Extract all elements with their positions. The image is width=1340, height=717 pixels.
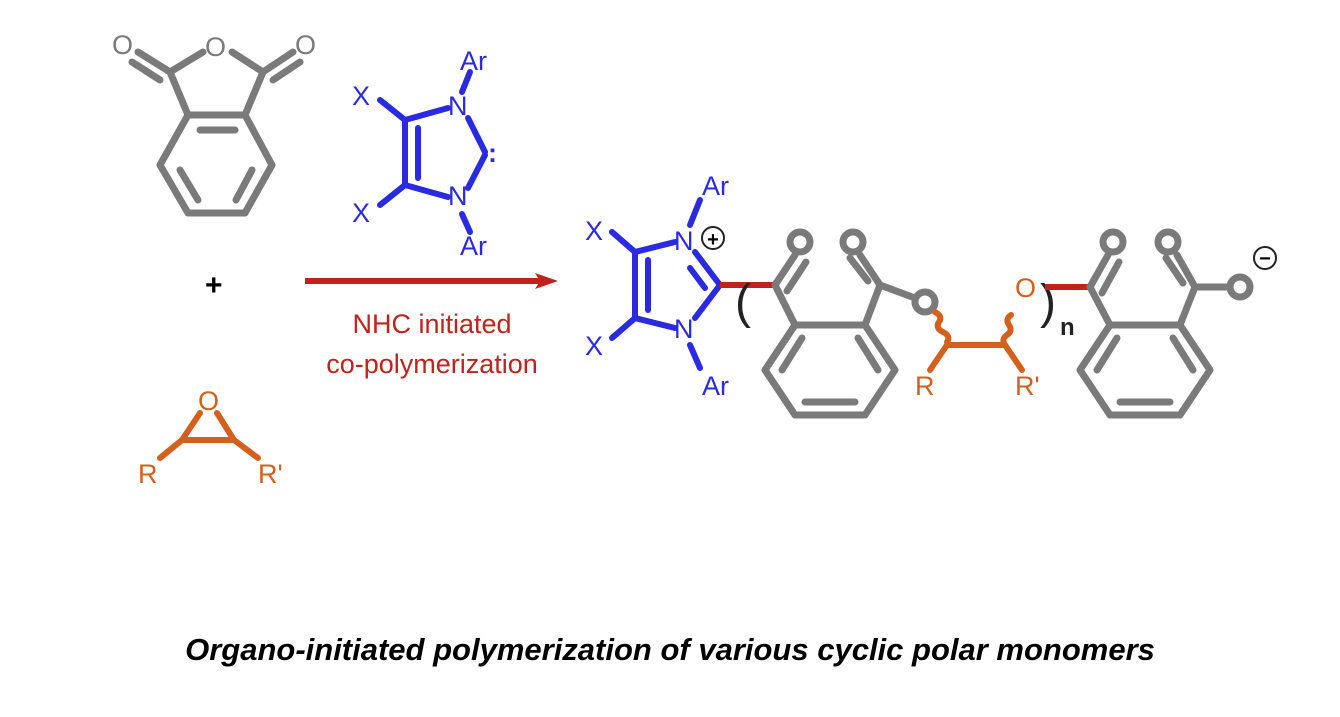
nhc-catalyst: X X N N Ar Ar :	[352, 46, 497, 261]
atom-o: O	[295, 30, 316, 60]
epoxide: O R R'	[138, 386, 283, 489]
atom-o: O	[205, 32, 226, 62]
aryl-group: Ar	[460, 46, 487, 76]
plus-sign: +	[205, 269, 223, 302]
x-substituent: X	[585, 216, 603, 246]
product-imidazolium: X X N N Ar Ar +	[585, 171, 729, 401]
caption: Organo-initiated polymerization of vario…	[185, 632, 1155, 667]
negative-charge: −	[1259, 248, 1271, 270]
reaction-arrow: NHC initiated co-polymerization	[305, 273, 558, 379]
atom-n: N	[674, 314, 694, 344]
aryl-group: Ar	[702, 371, 729, 401]
polymer-chain: ( O R R' ) n	[720, 228, 1277, 419]
atom-o: O	[198, 386, 219, 416]
atom-n: N	[448, 91, 468, 121]
close-parenthesis: )	[1040, 276, 1056, 329]
positive-charge: +	[707, 229, 719, 251]
r-prime-group: R'	[258, 459, 283, 489]
r-group: R	[138, 459, 158, 489]
x-substituent: X	[585, 331, 603, 361]
r-group: R	[915, 371, 935, 401]
atom-n: N	[448, 181, 468, 211]
r-prime-group: R'	[1015, 371, 1040, 401]
repeat-index: n	[1060, 314, 1075, 341]
aryl-group: Ar	[460, 231, 487, 261]
atom-o: O	[112, 30, 133, 60]
condition-label: NHC initiated	[352, 309, 511, 339]
phthalic-anhydride: O O O	[112, 30, 316, 217]
carbene-lone-pair: :	[488, 138, 497, 168]
x-substituent: X	[352, 198, 370, 228]
atom-n: N	[674, 226, 694, 256]
atom-o: O	[1015, 273, 1036, 303]
condition-label: co-polymerization	[326, 349, 538, 379]
aryl-group: Ar	[702, 171, 729, 201]
negative-charge-icon	[1253, 246, 1277, 270]
open-parenthesis: (	[735, 276, 751, 329]
x-substituent: X	[352, 81, 370, 111]
positive-charge-icon	[701, 226, 725, 250]
